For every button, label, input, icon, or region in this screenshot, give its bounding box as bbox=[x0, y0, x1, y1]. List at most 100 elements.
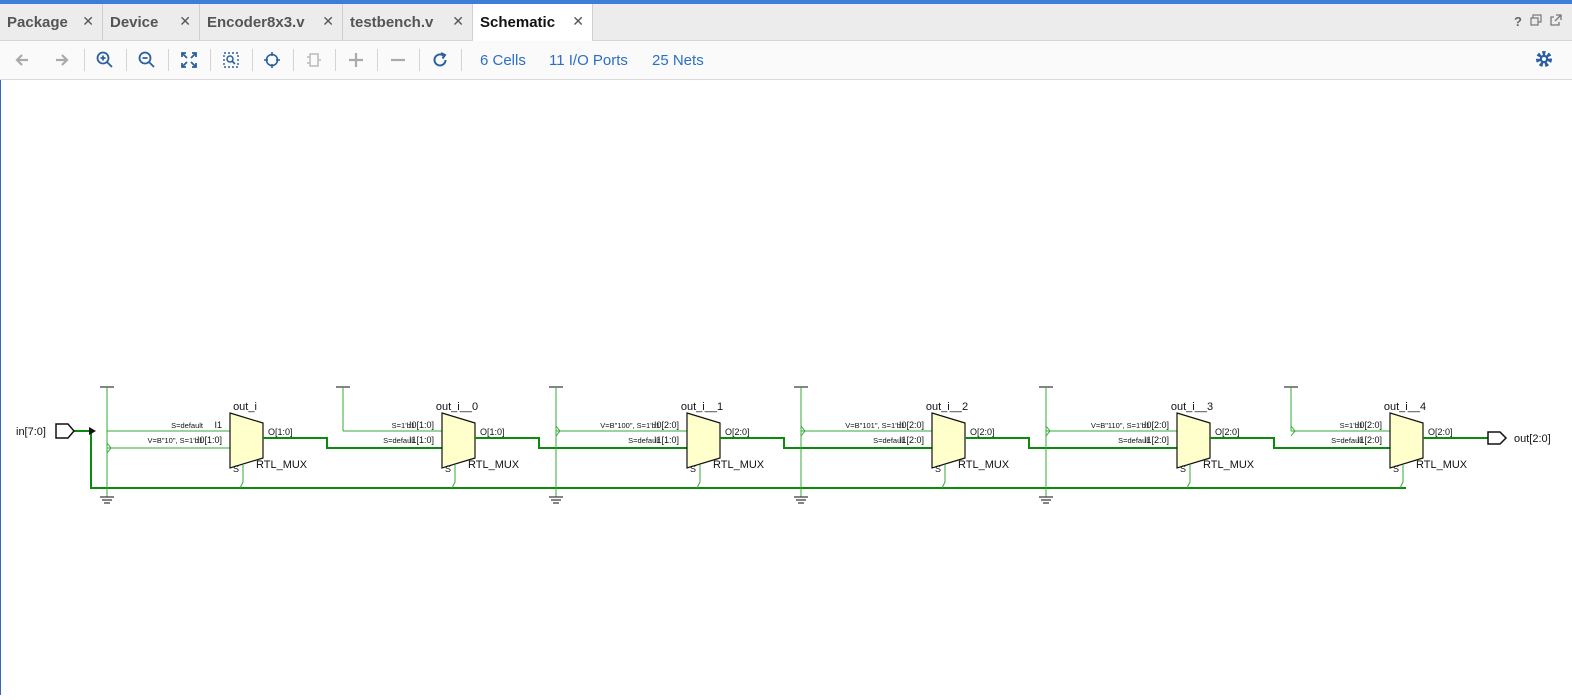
bus-ripper[interactable] bbox=[1290, 425, 1296, 437]
toolbar-separator bbox=[293, 49, 294, 71]
tab-label: Device bbox=[110, 13, 159, 31]
rtl-mux-cell[interactable] bbox=[1176, 412, 1211, 469]
bus-ripper[interactable] bbox=[555, 425, 561, 437]
back-arrow-icon[interactable] bbox=[9, 48, 35, 72]
mux-pin-label: I1[2:0] bbox=[899, 435, 924, 445]
mux-condition-label: S=default bbox=[1118, 436, 1151, 445]
mux-chain-net[interactable] bbox=[263, 437, 442, 449]
tab-testbench[interactable]: testbench.v ✕ bbox=[343, 4, 473, 40]
mux-select-net[interactable] bbox=[941, 465, 946, 489]
toolbar-separator bbox=[335, 49, 336, 71]
rtl-mux-cell[interactable] bbox=[441, 412, 476, 469]
rtl-mux-cell[interactable] bbox=[229, 412, 264, 469]
mux-output-pin-label: O[2:0] bbox=[1428, 427, 1453, 437]
input-port-label: in[7:0] bbox=[16, 426, 46, 438]
zoom-in-icon[interactable] bbox=[92, 48, 118, 72]
tab-label: testbench.v bbox=[350, 13, 434, 31]
mux-pin-label: I0[2:0] bbox=[654, 420, 679, 430]
net-junction-arrow bbox=[89, 427, 96, 435]
input-bus-net[interactable] bbox=[90, 431, 1406, 489]
toolbar-separator bbox=[461, 49, 462, 71]
mux-type-label: RTL_MUX bbox=[468, 459, 520, 471]
expand-plus-icon[interactable] bbox=[343, 48, 369, 72]
tab-device[interactable]: Device ✕ bbox=[103, 4, 200, 40]
input-port[interactable] bbox=[55, 423, 75, 439]
float-window-icon[interactable] bbox=[1550, 14, 1562, 29]
close-icon[interactable]: ✕ bbox=[82, 13, 94, 29]
zoom-out-icon[interactable] bbox=[134, 48, 160, 72]
mux-condition-label: S=1'b1 bbox=[392, 421, 415, 430]
mux-condition-label: S=default bbox=[873, 436, 906, 445]
close-icon[interactable]: ✕ bbox=[322, 13, 334, 29]
mux-pin-label: I0[1:0] bbox=[409, 420, 434, 430]
crosshair-icon[interactable] bbox=[259, 48, 285, 72]
io-ports-count-link[interactable]: 11 I/O Ports bbox=[549, 52, 628, 69]
mux-select-net[interactable] bbox=[1399, 465, 1404, 489]
rtl-mux-cell[interactable] bbox=[931, 412, 966, 469]
mux-chain-net[interactable] bbox=[1210, 437, 1390, 449]
mux-select-net[interactable] bbox=[239, 465, 244, 489]
refresh-icon[interactable] bbox=[427, 48, 453, 72]
mux-condition-label: V=B"10", S=1'b1 bbox=[147, 436, 203, 445]
mux-pin-label: I1[2:0] bbox=[1144, 435, 1169, 445]
mux-pin-label: I0[1:0] bbox=[197, 435, 222, 445]
zoom-area-icon[interactable] bbox=[218, 48, 244, 72]
mux-select-net[interactable] bbox=[696, 465, 701, 489]
forward-arrow-icon[interactable] bbox=[49, 48, 75, 72]
tab-schematic[interactable]: Schematic ✕ bbox=[473, 4, 593, 41]
toolbar-separator bbox=[84, 49, 85, 71]
mux-select-net[interactable] bbox=[451, 465, 456, 489]
tab-package[interactable]: Package ✕ bbox=[0, 4, 103, 40]
mux-condition-label: S=default bbox=[1331, 436, 1364, 445]
mux-instance-name: out_i__4 bbox=[1384, 401, 1426, 413]
toolbar-separator bbox=[210, 49, 211, 71]
component-icon[interactable] bbox=[301, 48, 327, 72]
mux-instance-name: out_i__3 bbox=[1171, 401, 1213, 413]
zoom-fit-icon[interactable] bbox=[176, 48, 202, 72]
mux-pin-label: I1[1:0] bbox=[654, 435, 679, 445]
window-accent-bar bbox=[0, 0, 1572, 4]
mux-type-label: RTL_MUX bbox=[1416, 459, 1468, 471]
mux-output-pin-label: O[2:0] bbox=[725, 427, 750, 437]
help-icon[interactable]: ? bbox=[1514, 14, 1522, 29]
mux-chain-net[interactable] bbox=[475, 437, 687, 449]
tab-bar: Package ✕ Device ✕ Encoder8x3.v ✕ testbe… bbox=[0, 4, 1572, 41]
mux-condition-label: V=B"110", S=1'b1 bbox=[1091, 421, 1150, 430]
nets-count-link[interactable]: 25 Nets bbox=[652, 52, 704, 69]
mux-chain-net[interactable] bbox=[720, 437, 932, 449]
toolbar-separator bbox=[252, 49, 253, 71]
close-icon[interactable]: ✕ bbox=[452, 13, 464, 29]
mux-output-pin-label: O[1:0] bbox=[268, 427, 293, 437]
mux-type-label: RTL_MUX bbox=[1203, 459, 1255, 471]
bus-ripper[interactable] bbox=[1045, 425, 1051, 437]
window-controls: ? bbox=[1514, 14, 1562, 29]
mux-pin-label: I0[2:0] bbox=[1357, 420, 1382, 430]
mux-select-net[interactable] bbox=[1186, 465, 1191, 489]
close-icon[interactable]: ✕ bbox=[572, 13, 584, 29]
bus-ripper[interactable] bbox=[800, 425, 806, 437]
mux-chain-net[interactable] bbox=[965, 437, 1177, 449]
toolbar-separator bbox=[126, 49, 127, 71]
rtl-mux-cell[interactable] bbox=[686, 412, 721, 469]
output-port[interactable] bbox=[1487, 431, 1508, 445]
schematic-toolbar: 6 Cells 11 I/O Ports 25 Nets bbox=[0, 41, 1572, 80]
rtl-mux-cell[interactable] bbox=[1389, 412, 1424, 469]
restore-icon[interactable] bbox=[1530, 14, 1542, 29]
mux-output-pin-label: O[1:0] bbox=[480, 427, 505, 437]
mux-type-label: RTL_MUX bbox=[713, 459, 765, 471]
tab-label: Schematic bbox=[480, 14, 556, 31]
mux-select-pin-label: S bbox=[690, 464, 696, 474]
cells-count-link[interactable]: 6 Cells bbox=[480, 52, 526, 69]
collapse-minus-icon[interactable] bbox=[385, 48, 411, 72]
mux-pin-label: I0[2:0] bbox=[1144, 420, 1169, 430]
mux-instance-name: out_i__0 bbox=[436, 401, 478, 413]
bus-ripper[interactable] bbox=[106, 442, 112, 454]
mux-select-pin-label: S bbox=[1180, 464, 1186, 474]
mux-condition-label: S=default bbox=[171, 421, 204, 430]
output-port-label: out[2:0] bbox=[1514, 433, 1551, 445]
mux-output-pin-label: O[2:0] bbox=[1215, 427, 1240, 437]
settings-gear-icon[interactable] bbox=[1534, 49, 1556, 71]
close-icon[interactable]: ✕ bbox=[179, 13, 191, 29]
tab-encoder8x3[interactable]: Encoder8x3.v ✕ bbox=[200, 4, 343, 40]
